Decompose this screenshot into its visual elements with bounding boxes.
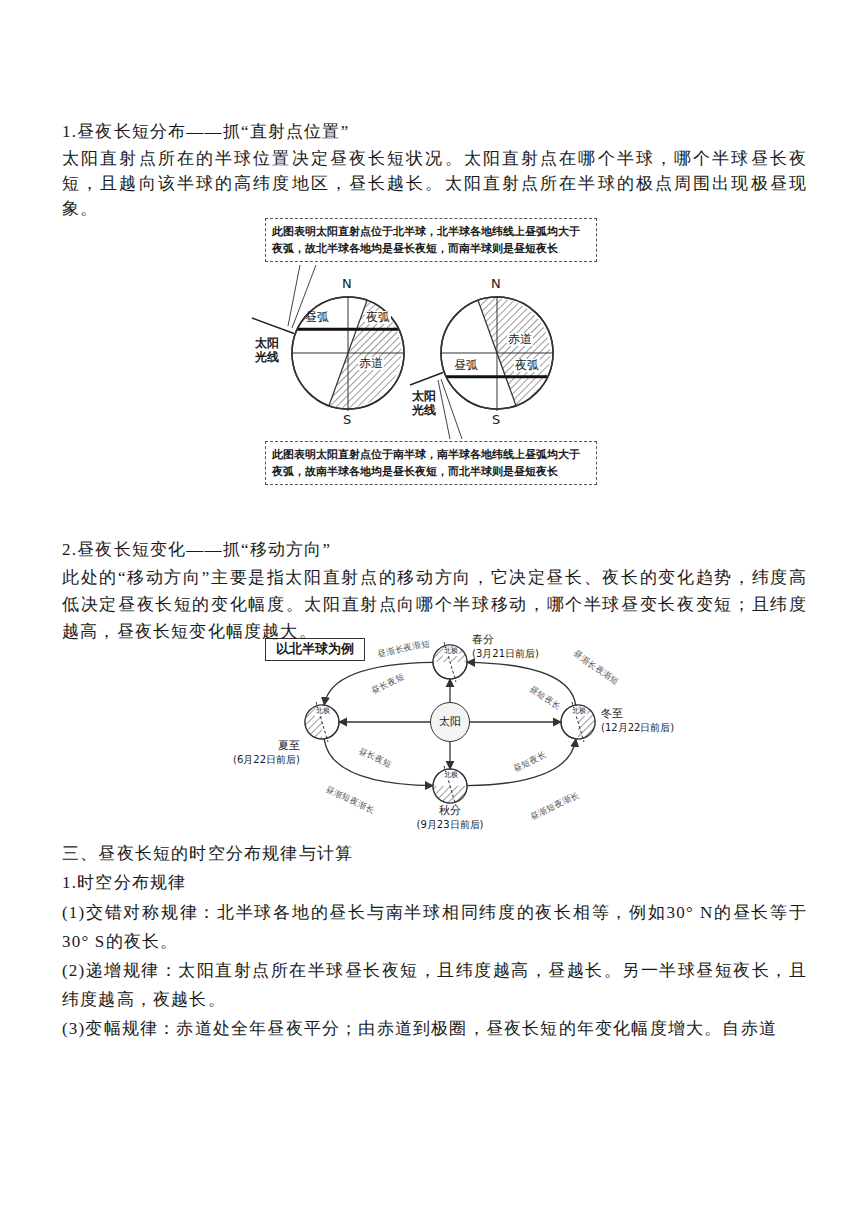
text-paragraph: (2)递增规律：太阳直射点所在半球昼长夜短，且纬度越高，昼越长。另一半球昼短夜长…: [62, 956, 807, 1014]
leader-line: [441, 379, 462, 439]
text-paragraph: 此处的“移动方向”主要是指太阳直射点的移动方向，它决定昼长、夜长的变化趋势，纬度…: [62, 564, 807, 645]
arc-label: 昼短夜长: [511, 750, 549, 775]
node-text: N: [491, 277, 501, 291]
orbit-arrow: [467, 739, 576, 786]
arc-label: 昼长夜短: [356, 746, 394, 771]
node-text: 昼弧: [454, 359, 478, 372]
text-paragraph: 三、昼夜长短的时空分布规律与计算: [62, 841, 807, 867]
orbit-arrow: [324, 662, 433, 705]
node-text: 春分: [472, 634, 494, 646]
node-text: 夜弧: [514, 359, 540, 372]
node-text: 赤道: [358, 357, 384, 370]
node-text: S: [343, 413, 351, 427]
node-text: 冬至: [601, 708, 623, 720]
callout-box: 此图表明太阳直射点位于北半球，北半球各地纬线上昼弧均大于夜弧，故北半球各地均是昼…: [265, 218, 597, 262]
node-text: S: [492, 413, 500, 427]
earth-drawing: [433, 642, 467, 682]
globe: N昼弧夜弧赤道S: [291, 296, 405, 410]
earth-drawing: [305, 702, 339, 742]
node-text: (9月23日前后): [405, 819, 495, 830]
orbit-arrow: [324, 739, 433, 786]
sun-ray: [410, 373, 443, 386]
arc-label: 昼短夜长: [527, 683, 563, 712]
node-text: 北极: [443, 772, 459, 780]
node-text: 昼弧: [305, 311, 329, 324]
node-text: (12月22日前后): [601, 722, 674, 733]
earth-drawing: [561, 702, 595, 742]
node-text: 太阳: [431, 716, 468, 728]
sun-arrow: [470, 721, 561, 722]
node-text: (6月22日前后): [220, 754, 300, 765]
callout-box: 此图表明太阳直射点位于南半球，南半球各地纬线上昼弧均大于夜弧，故南半球各地均是昼…: [265, 441, 597, 485]
globe-drawing: [292, 296, 404, 411]
text-paragraph: 2.昼夜长短变化——抓“移动方向”: [62, 536, 807, 563]
arc-label: 昼长夜短: [369, 672, 407, 697]
node-text: 北极: [443, 648, 459, 656]
sun-arrow: [339, 721, 430, 722]
leader-line: [288, 265, 300, 326]
ray-label: 太阳 光线: [255, 336, 281, 365]
node-text: 夜弧: [365, 311, 391, 324]
node-text: 北极: [571, 708, 587, 716]
edge-label: 昼渐长夜渐短: [376, 639, 433, 660]
title-box: 以北半球为例: [265, 638, 365, 661]
text-paragraph: 太阳直射点所在的半球位置决定昼夜长短状况。太阳直射点在哪个半球，哪个半球昼长夜短…: [62, 146, 807, 221]
earth-position: 北极冬至(12月22日前后): [561, 705, 595, 739]
earth-position: 北极秋分(9月23日前后): [433, 769, 467, 803]
edge-label: 昼渐短夜渐长: [323, 784, 378, 816]
earth-position: 北极夏至(6月22日前后): [305, 705, 339, 739]
node-text: N: [342, 277, 352, 291]
text-paragraph: (1)交错对称规律：北半球各地的昼长与南半球相同纬度的夜长相等，例如30° N的…: [62, 898, 807, 956]
node-text: 夏至: [270, 740, 300, 752]
node-text: 北极: [315, 708, 331, 716]
globe-drawing: [441, 296, 553, 411]
sun-circle: 太阳: [430, 702, 470, 742]
node-text: 此图表明太阳直射点位于南半球，南半球各地纬线上昼弧均大于夜弧，故南半球各地均是昼…: [272, 446, 590, 480]
text-paragraph: 1.昼夜长短分布——抓“直射点位置”: [62, 119, 807, 144]
node-text: (3月21日前后): [472, 648, 539, 659]
edge-label: 昼渐长夜渐短: [570, 648, 621, 688]
sun-arrow: [449, 742, 450, 769]
node-text: 赤道: [507, 333, 533, 346]
node-text: 秋分: [420, 805, 480, 817]
node-text: 此图表明太阳直射点位于北半球，北半球各地纬线上昼弧均大于夜弧，故北半球各地均是昼…: [272, 223, 590, 257]
globe: N赤道昼弧夜弧S: [440, 296, 554, 410]
edge-label: 昼渐短夜渐长: [528, 790, 583, 822]
ray-label: 太阳 光线: [412, 389, 438, 418]
orbit-arrow: [467, 662, 576, 705]
earth-position: 北极春分(3月21日前后): [433, 645, 467, 679]
text-paragraph: 1.时空分布规律: [62, 870, 807, 896]
sun-arrow: [449, 679, 450, 702]
node-text: 以北半球为例: [276, 641, 354, 658]
text-paragraph: (3)变幅规律：赤道处全年昼夜平分；由赤道到极圈，昼夜长短的年变化幅度增大。自赤…: [62, 1014, 807, 1043]
earth-drawing: [433, 766, 467, 806]
